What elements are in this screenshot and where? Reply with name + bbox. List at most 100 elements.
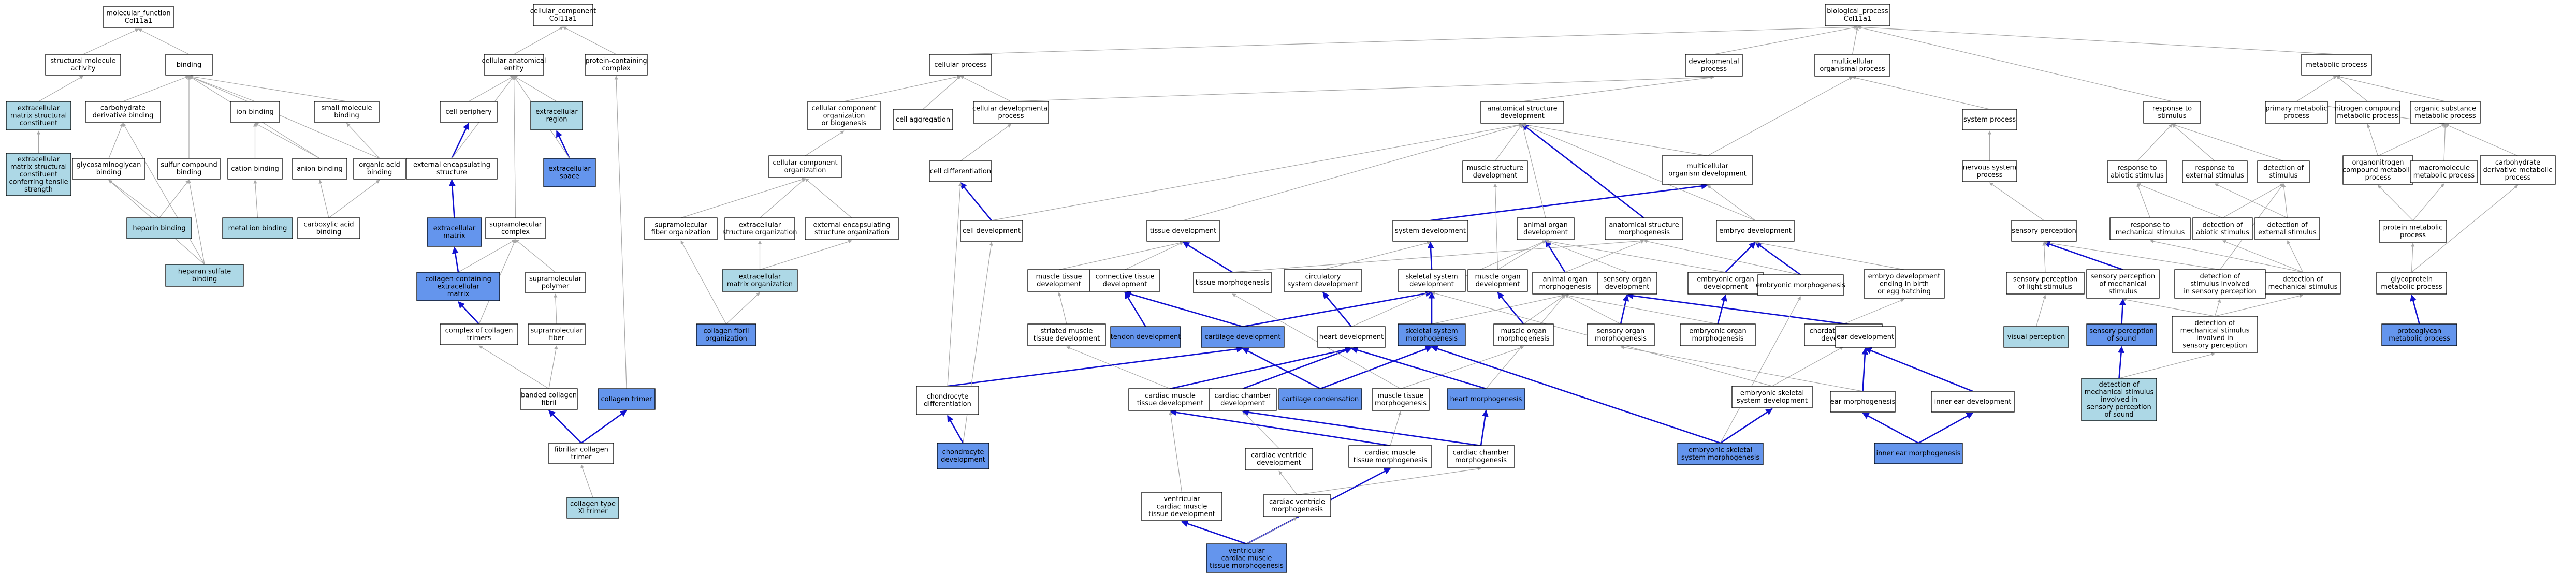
node-label-line: multicellular bbox=[1686, 163, 1728, 170]
node-label-line: morphogenesis bbox=[1455, 457, 1507, 464]
node-label-line: process bbox=[2400, 231, 2426, 239]
edge-chondrodiff-to-celldiff bbox=[947, 182, 963, 387]
node-label-line: tissue development bbox=[1137, 400, 1203, 407]
node-box bbox=[530, 101, 583, 130]
edge-muscleorgmorph-to-animalorgmorph bbox=[1523, 295, 1566, 325]
node-label-line: response to bbox=[2130, 222, 2170, 229]
node-label-line: protein metabolic bbox=[2383, 224, 2443, 232]
edge-supramolfiber-to-supramolpoly bbox=[554, 293, 558, 325]
node-box bbox=[1835, 326, 1896, 348]
edge-collfibrilorg-to-ecmorg bbox=[726, 292, 761, 325]
node-box bbox=[406, 158, 498, 180]
node-label-line: carbohydrate bbox=[2495, 159, 2540, 167]
edge-sensorgmorph-to-sensorgdev bbox=[1620, 294, 1629, 325]
node-label-line: structure organization bbox=[814, 229, 889, 237]
edge-detabiotic-to-respabiotic bbox=[2136, 183, 2223, 218]
node-label-line: connective tissue bbox=[1096, 273, 1155, 281]
node-label-line: sensory perception bbox=[2013, 276, 2078, 284]
edge-nitrogen-to-metabolic bbox=[2336, 76, 2368, 102]
node-label-line: detection of bbox=[2099, 381, 2139, 389]
edge-muscleorgdev-to-animalorgdev bbox=[1497, 240, 1546, 270]
node-label-line: in sensory perception bbox=[2184, 288, 2257, 296]
node-label-line: sensory perception bbox=[2012, 227, 2076, 235]
node-box bbox=[2301, 54, 2372, 76]
edge-embryoskelmorph-to-embryomorph bbox=[1720, 296, 1801, 444]
go-term-node-visualperc: visual perception bbox=[2003, 326, 2069, 348]
go-term-node-innerearmorph: inner ear morphogenesis bbox=[1874, 443, 1963, 464]
node-label-line: system process bbox=[1963, 116, 2016, 124]
node-box bbox=[1398, 269, 1466, 292]
node-label-line: strength bbox=[24, 186, 53, 194]
node-label-line: cellular developmental bbox=[972, 105, 1050, 113]
go-term-node-cellagg: cell aggregation bbox=[893, 109, 953, 130]
node-box bbox=[1874, 443, 1963, 464]
node-box bbox=[2410, 101, 2481, 124]
node-label-line: fibril bbox=[541, 399, 556, 407]
node-label-line: ventricular bbox=[1163, 495, 1200, 503]
node-box bbox=[543, 158, 596, 187]
edge-tissuedev-to-anatdev bbox=[1183, 123, 1523, 221]
node-label-line: development bbox=[1605, 283, 1650, 291]
edge-cartilagedev-to-conntissuedev bbox=[1124, 291, 1243, 328]
go-term-node-anionbind: anion binding bbox=[292, 158, 347, 180]
node-label-line: constituent bbox=[20, 120, 58, 127]
node-label-line: response to bbox=[2117, 165, 2157, 172]
node-label-line: skeletal system bbox=[1405, 273, 1458, 281]
node-label-line: developmental bbox=[1689, 58, 1739, 66]
node-box bbox=[929, 54, 992, 76]
edge-organicacid-to-binding bbox=[188, 76, 380, 159]
node-box bbox=[72, 158, 145, 180]
node-label-line: embryonic organ bbox=[1697, 276, 1754, 284]
node-label-line: process bbox=[2365, 174, 2391, 182]
node-label-line: XI trimer bbox=[578, 508, 608, 516]
edge-embryoskelmorph-to-embryoskel bbox=[1720, 408, 1773, 444]
go-term-node-heartmorph: heart morphogenesis bbox=[1447, 388, 1525, 410]
node-label-line: cellular process bbox=[934, 61, 987, 69]
node-label-line: trimer bbox=[571, 453, 592, 461]
node-box bbox=[230, 101, 280, 123]
node-box bbox=[2257, 160, 2310, 183]
node-label-line: muscle organ bbox=[1475, 273, 1520, 281]
edge-muscletissuemorph-to-tissuemorph bbox=[1232, 293, 1401, 389]
node-label-line: system development bbox=[1288, 281, 1359, 288]
edge-supramolfiberorg-to-ccorg2 bbox=[680, 178, 806, 218]
node-box bbox=[165, 54, 213, 76]
node-label-line: development bbox=[1500, 112, 1545, 120]
node-label-line: detection of bbox=[2194, 319, 2235, 327]
node-box bbox=[1757, 274, 1844, 296]
node-label-line: Col11a1 bbox=[549, 15, 577, 23]
node-box bbox=[2265, 272, 2341, 295]
node-label-line: complex bbox=[501, 228, 530, 236]
edge-orgsubst-to-metabolic bbox=[2336, 75, 2446, 102]
edge-embryoskelmorph-to-skelsysmorph bbox=[1431, 345, 1721, 444]
node-label-line: cellular_component bbox=[530, 8, 596, 16]
node-box bbox=[1467, 269, 1528, 292]
node-box bbox=[528, 323, 586, 345]
node-label-line: extracellular bbox=[548, 165, 591, 173]
node-label-line: cardiac ventricle bbox=[1251, 452, 1307, 460]
node-box bbox=[960, 220, 1023, 242]
node-box bbox=[585, 54, 648, 76]
edge-visualperc-to-sensperclight bbox=[2035, 295, 2046, 327]
node-box bbox=[893, 109, 953, 130]
edge-embryoorgmorph-to-embryoorgdev bbox=[1717, 294, 1727, 325]
node-label-line: process bbox=[998, 112, 1024, 120]
